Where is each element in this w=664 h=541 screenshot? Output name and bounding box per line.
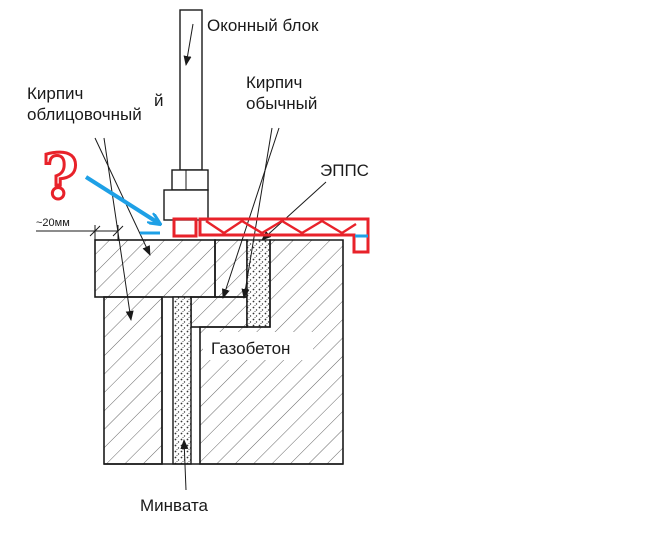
- label-window-block-stray: й: [154, 91, 164, 110]
- mineral-wool-strip: [172, 296, 192, 465]
- epps-markup: [172, 217, 370, 254]
- window-frame: [163, 9, 209, 221]
- label-common-brick-2: обычный: [246, 94, 317, 113]
- question-mark-icon: ?: [42, 140, 78, 213]
- mineral-wool-top: [246, 239, 271, 328]
- label-mineral-wool: Минвата: [140, 496, 209, 515]
- label-window-block: Оконный блок: [207, 16, 319, 35]
- gap-dimension: [36, 225, 124, 241]
- common-brick-upper: [214, 239, 248, 298]
- facing-brick-leaf: [103, 296, 163, 465]
- blue-arrow-icon: [84, 175, 160, 224]
- label-facing-brick-1: Кирпич: [27, 84, 83, 103]
- facing-brick-top: [94, 239, 216, 298]
- label-aerated-concrete: Газобетон: [211, 339, 290, 358]
- label-facing-brick-2: облицовочный: [27, 105, 142, 124]
- common-brick-lower: [190, 296, 248, 328]
- label-gap-dimension: ~20мм: [36, 217, 70, 229]
- label-epps: ЭППС: [320, 161, 369, 180]
- label-common-brick-1: Кирпич: [246, 73, 302, 92]
